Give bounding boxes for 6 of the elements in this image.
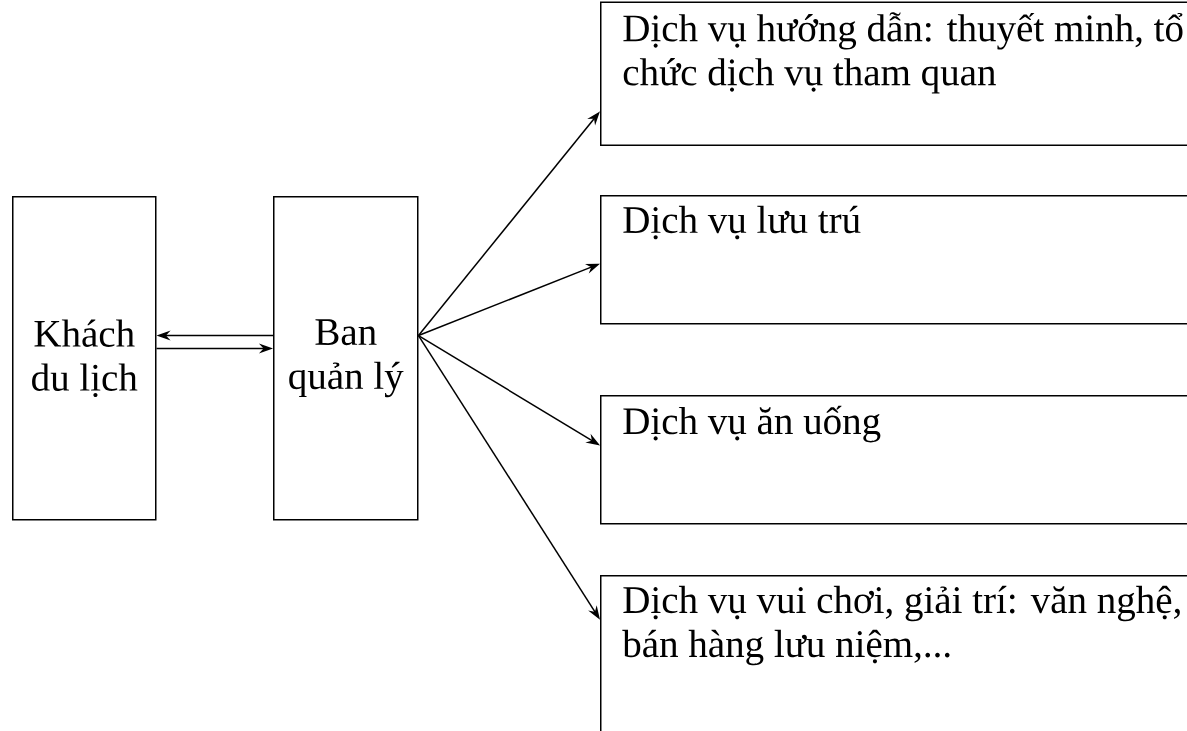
service-box: Dịch vụ ăn uống — [600, 395, 1187, 525]
service-box: Dịch vụ vui chơi, giải trí: văn nghệ, bán hàng lưu niệm,... — [600, 575, 1187, 731]
service-box: Dịch vụ lưu trú — [600, 195, 1187, 325]
box: Ban quản lý — [273, 196, 419, 521]
box: Khách du lịch — [12, 196, 157, 521]
service-box: Dịch vụ hướng dẫn: thuyết minh, tổ chức dịch vụ tham quan — [600, 1, 1187, 146]
